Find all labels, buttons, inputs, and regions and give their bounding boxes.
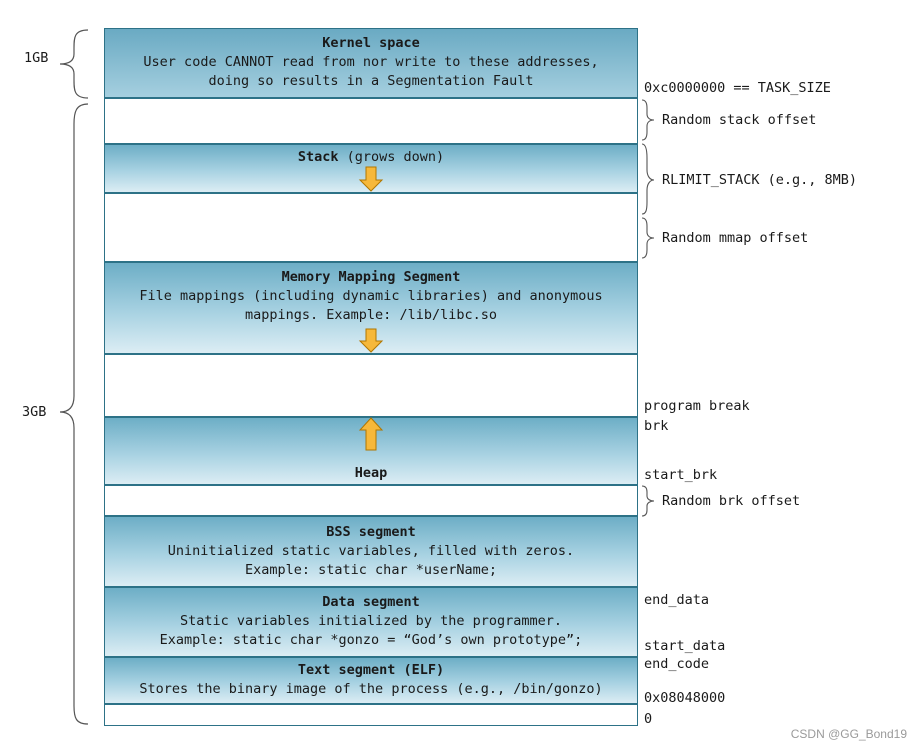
text-title: Text segment (ELF) bbox=[297, 662, 445, 678]
random-stack-gap bbox=[104, 98, 638, 144]
mmap-line2: mappings. Example: /lib/libc.so bbox=[245, 307, 497, 323]
data-line2: Example: static char *gonzo = “God’s own… bbox=[159, 632, 583, 648]
data-line1: Static variables initialized by the prog… bbox=[179, 613, 562, 629]
label-random-stack-offset: Random stack offset bbox=[662, 112, 817, 128]
brace-random-mmap bbox=[641, 217, 655, 259]
data-title: Data segment bbox=[322, 594, 420, 610]
label-task-size: 0xc0000000 == TASK_SIZE bbox=[644, 80, 831, 96]
label-1gb: 1GB bbox=[24, 50, 49, 66]
heap-up-arrow-icon bbox=[358, 417, 384, 451]
brace-random-brk bbox=[641, 485, 655, 517]
null-gap bbox=[104, 704, 638, 726]
watermark: CSDN @GG_Bond19 bbox=[790, 727, 907, 741]
label-random-mmap-offset: Random mmap offset bbox=[662, 230, 809, 246]
label-end-data: end_data bbox=[644, 592, 710, 608]
data-segment: Data segment Static variables initialize… bbox=[104, 587, 638, 657]
label-rlimit-stack: RLIMIT_STACK (e.g., 8MB) bbox=[662, 172, 858, 188]
bss-line2: Example: static char *userName; bbox=[245, 562, 497, 578]
label-3gb: 3GB bbox=[22, 404, 47, 420]
mmap-line1: File mappings (including dynamic librari… bbox=[139, 288, 603, 304]
label-text-start-address: 0x08048000 bbox=[644, 690, 726, 706]
stack-note: (grows down) bbox=[338, 149, 445, 165]
brace-random-stack bbox=[641, 99, 655, 141]
stack-title: Stack bbox=[297, 149, 339, 165]
heap-title: Heap bbox=[354, 465, 388, 481]
kernel-space-segment: Kernel space User code CANNOT read from … bbox=[104, 28, 638, 98]
bss-segment: BSS segment Uninitialized static variabl… bbox=[104, 516, 638, 587]
brace-1gb bbox=[59, 29, 89, 99]
mmap-title: Memory Mapping Segment bbox=[281, 269, 461, 285]
label-start-data: start_data bbox=[644, 638, 726, 654]
bss-line1: Uninitialized static variables, filled w… bbox=[167, 543, 575, 559]
stack-down-arrow-icon bbox=[358, 166, 384, 192]
mmap-down-arrow-icon bbox=[358, 328, 384, 353]
label-zero-address: 0 bbox=[644, 711, 653, 727]
label-program-break: program break bbox=[644, 398, 750, 414]
random-mmap-gap bbox=[104, 193, 638, 262]
label-end-code: end_code bbox=[644, 656, 710, 672]
brace-3gb bbox=[59, 103, 89, 725]
random-brk-gap bbox=[104, 485, 638, 516]
label-start-brk: start_brk bbox=[644, 467, 718, 483]
kernel-space-title: Kernel space bbox=[322, 35, 420, 51]
stack-title-line: Stack (grows down) bbox=[105, 148, 637, 167]
kernel-space-line2: doing so results in a Segmentation Fault bbox=[208, 73, 534, 89]
label-random-brk-offset: Random brk offset bbox=[662, 493, 801, 509]
free-gap bbox=[104, 354, 638, 417]
text-segment: Text segment (ELF) Stores the binary ima… bbox=[104, 657, 638, 704]
text-line1: Stores the binary image of the process (… bbox=[139, 681, 603, 697]
brace-rlimit-stack bbox=[641, 143, 655, 215]
bss-title: BSS segment bbox=[326, 524, 416, 540]
kernel-space-line1: User code CANNOT read from nor write to … bbox=[143, 54, 599, 70]
label-brk: brk bbox=[644, 418, 669, 434]
